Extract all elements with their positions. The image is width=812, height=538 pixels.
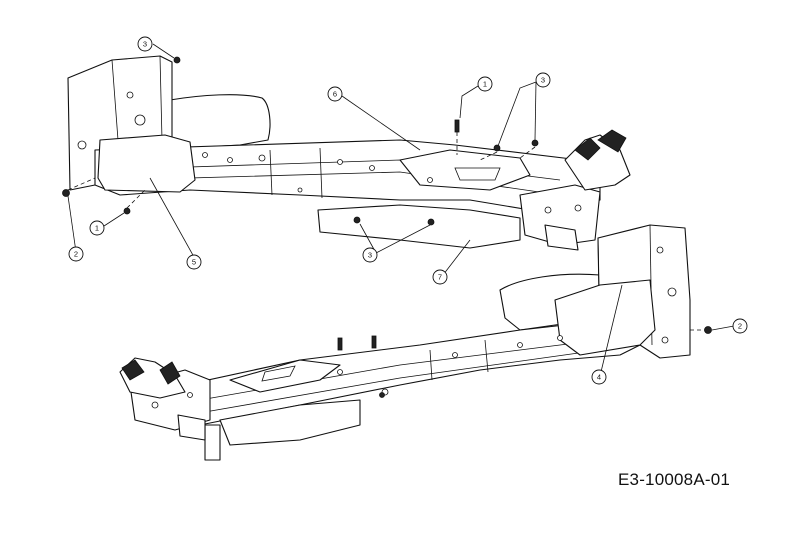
upper-frame-holes	[77, 91, 582, 214]
callout-5: 5	[186, 254, 202, 270]
callout-label: 2	[74, 250, 78, 259]
leader-lines	[67, 43, 735, 377]
callout-1-left: 1	[89, 220, 105, 236]
lower-side-guard	[554, 279, 656, 356]
callout-3-b: 3	[535, 72, 551, 88]
callout-label: 2	[738, 322, 742, 331]
callout-4: 4	[591, 369, 607, 385]
callout-2-right: 2	[732, 318, 748, 334]
callout-label: 7	[438, 273, 442, 282]
callout-label: 1	[95, 224, 99, 233]
callout-1-a: 1	[477, 76, 493, 92]
callout-7: 7	[432, 269, 448, 285]
lower-main-beam	[179, 319, 641, 426]
lower-frame-assembly	[119, 224, 712, 461]
drawing-code: E3-10008A-01	[618, 470, 731, 489]
callout-2-left: 2	[68, 246, 84, 262]
upper-lower-channel	[317, 204, 521, 249]
lower-frame-holes	[151, 246, 677, 409]
callout-label: 3	[541, 76, 545, 85]
upper-frame-assembly	[62, 55, 631, 251]
callout-3-mid: 3	[362, 247, 378, 263]
callout-label: 1	[483, 80, 487, 89]
callout-6: 6	[327, 86, 343, 102]
callout-3-top: 3	[137, 36, 153, 52]
callout-label: 3	[368, 251, 372, 260]
callout-label: 4	[597, 373, 601, 382]
callout-label: 5	[192, 258, 196, 267]
lower-center-plate	[229, 359, 341, 393]
callout-label: 6	[333, 90, 337, 99]
upper-front-guard	[97, 134, 196, 193]
lower-channel	[219, 399, 361, 446]
upper-right-bracket	[519, 184, 601, 246]
upper-hardware	[62, 56, 539, 226]
callout-label: 3	[143, 40, 147, 49]
upper-rear-shroud	[169, 94, 271, 149]
